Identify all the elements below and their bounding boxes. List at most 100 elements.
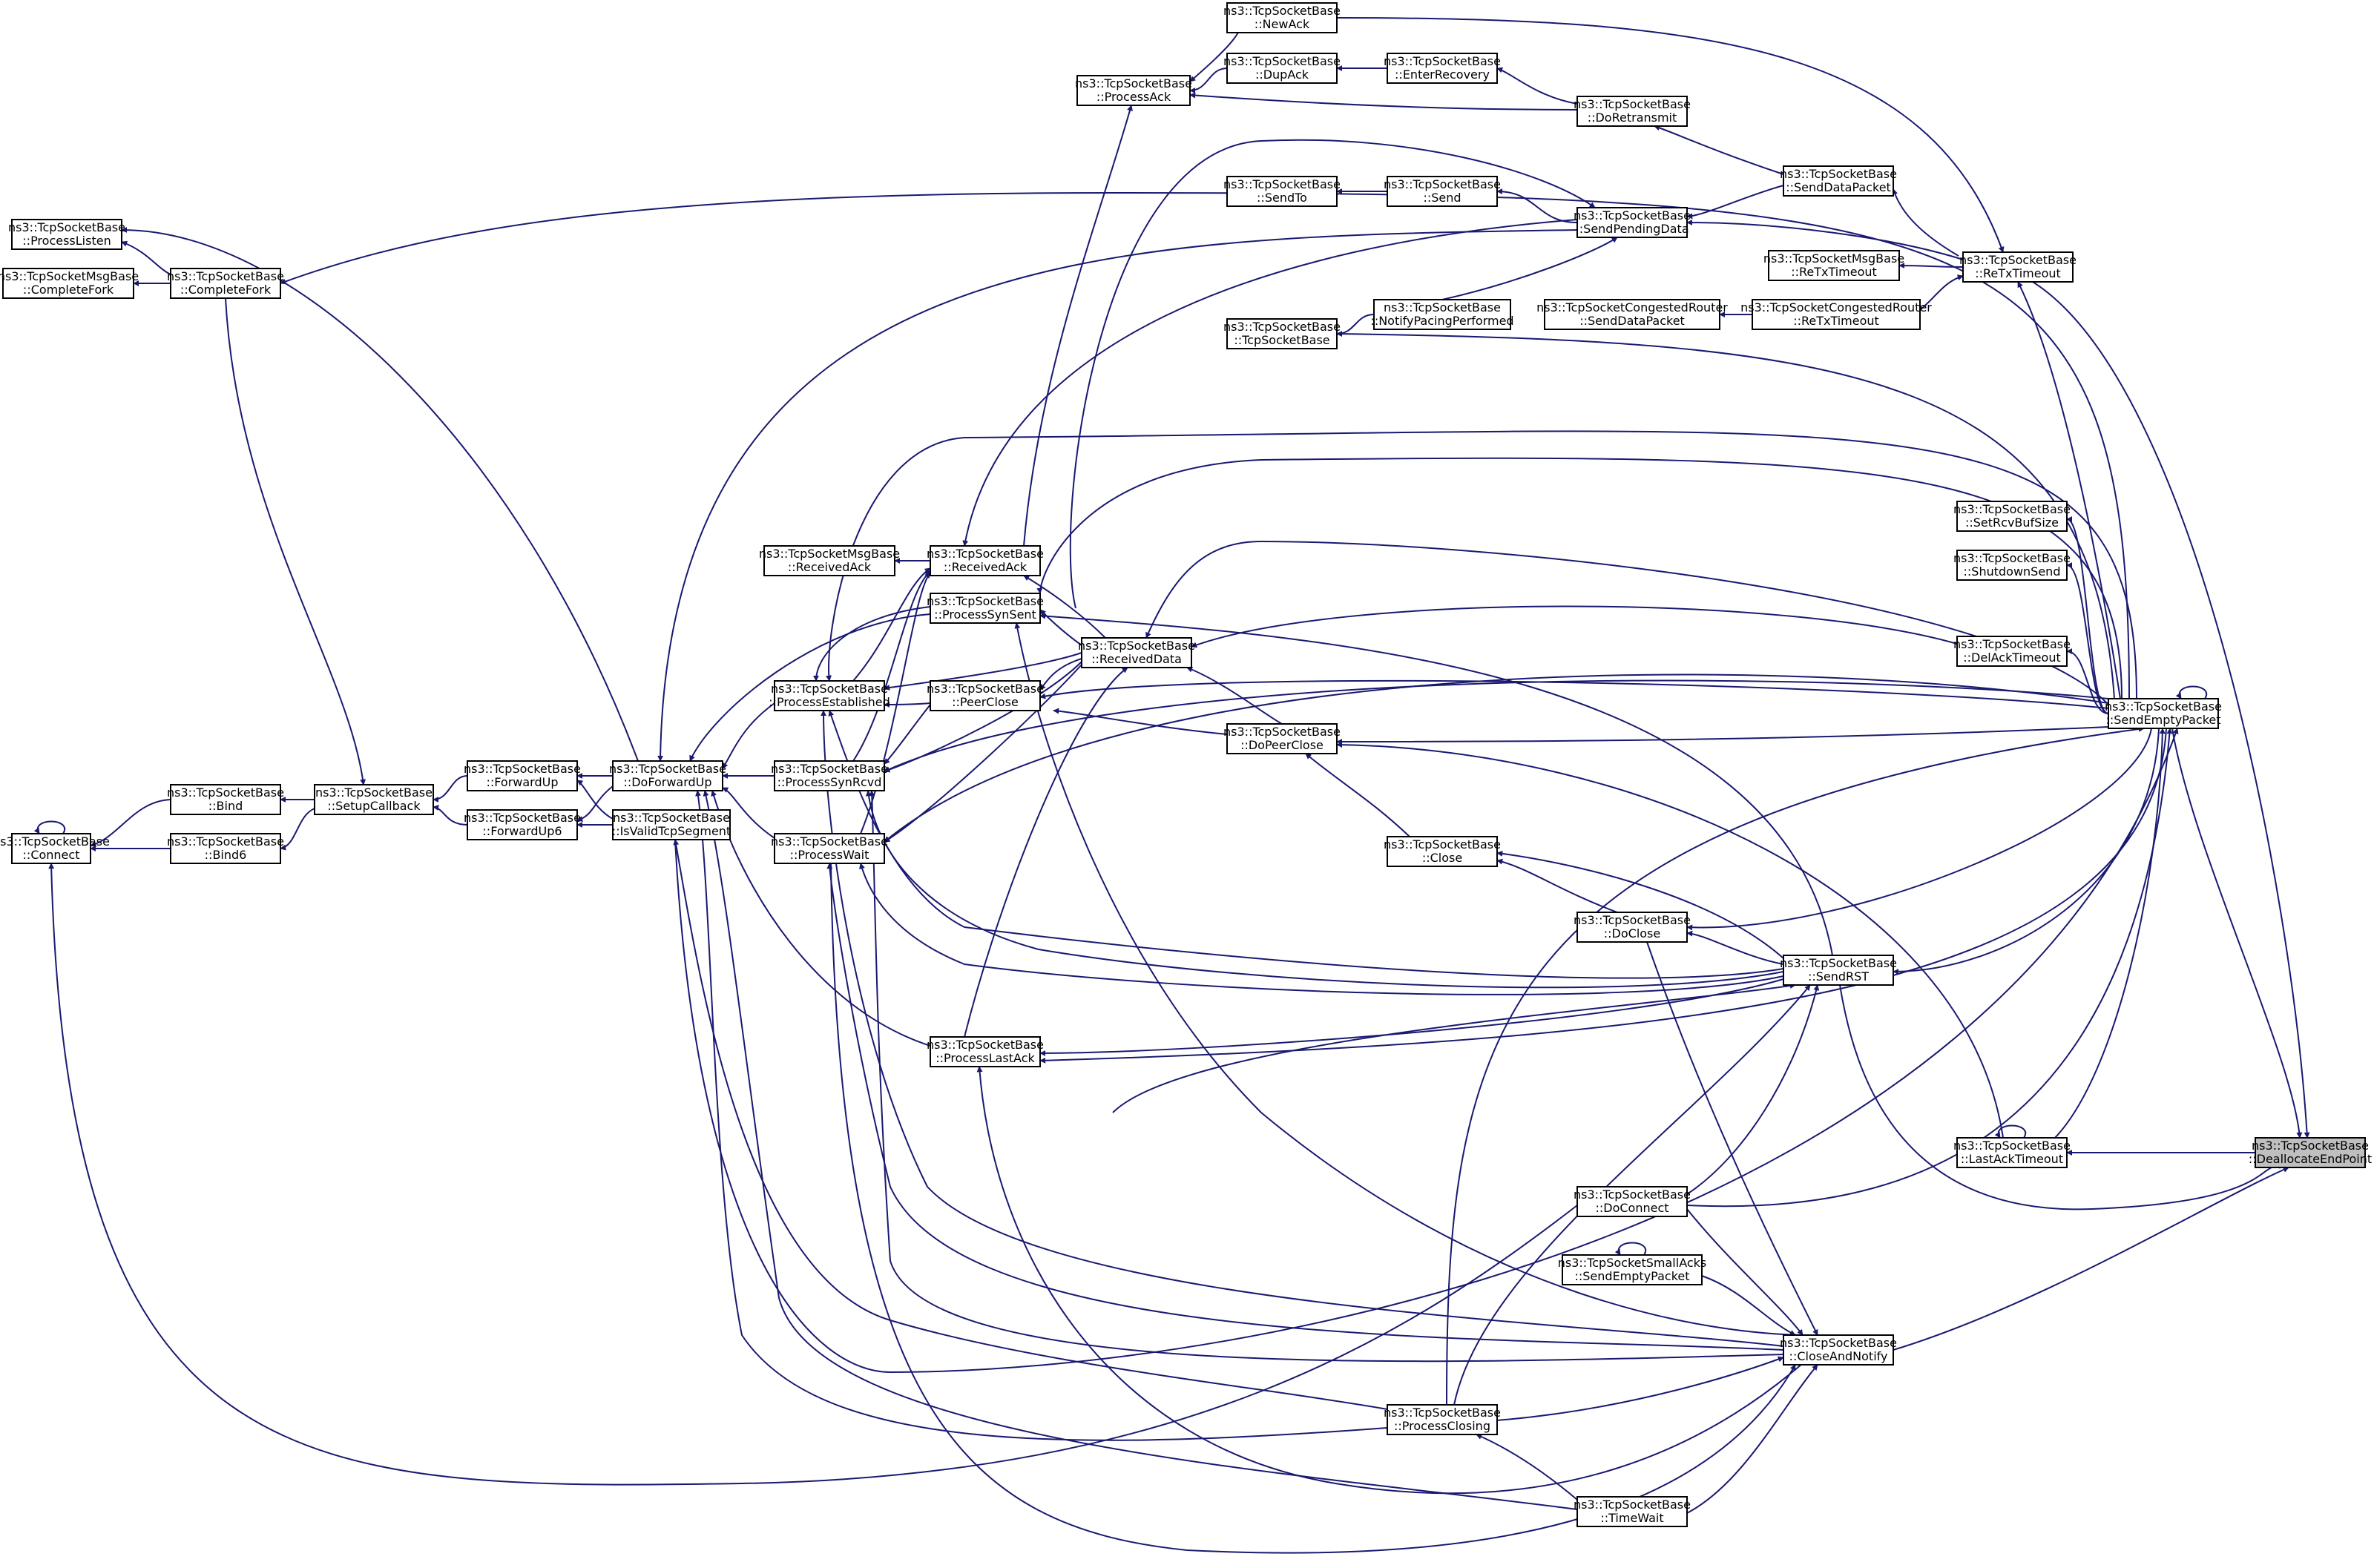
- node-sendrst[interactable]: ns3::TcpSocketBase::SendRST: [1780, 955, 1897, 986]
- node-label-line1: ns3::TcpSocketBase: [1223, 177, 1341, 191]
- edge-pclosing-cnotify: [1496, 1356, 1784, 1421]
- node-shutsend[interactable]: ns3::TcpSocketBase::ShutdownSend: [1953, 550, 2071, 581]
- node-msgfork[interactable]: ns3::TcpSocketMsgBase::CompleteFork: [0, 268, 139, 299]
- node-setrcv[interactable]: ns3::TcpSocketBase::SetRcvBufSize: [1953, 501, 2071, 532]
- node-bind6[interactable]: ns3::TcpSocketBase::Bind6: [167, 833, 284, 864]
- node-msgrack[interactable]: ns3::TcpSocketMsgBase::ReceivedAck: [759, 545, 900, 576]
- node-dopeer[interactable]: ns3::TcpSocketBase::DoPeerClose: [1223, 723, 1341, 754]
- edge-tcpsb-sendempty: [1336, 331, 2115, 699]
- node-label-line2: ::ShutdownSend: [1964, 564, 2061, 579]
- node-label-line2: ::DoRetransmit: [1588, 111, 1677, 125]
- node-label-line2: ::ReceivedAck: [944, 560, 1027, 574]
- node-smallacks[interactable]: ns3::TcpSocketSmallAcks::SendEmptyPacket: [1558, 1254, 1707, 1285]
- node-processack[interactable]: ns3::TcpSocketBase::ProcessAck: [1075, 75, 1192, 106]
- node-setupcb[interactable]: ns3::TcpSocketBase::SetupCallback: [314, 784, 434, 815]
- node-congsend[interactable]: ns3::TcpSocketCongestedRouter::SendDataP…: [1536, 299, 1728, 330]
- node-doconnect[interactable]: ns3::TcpSocketBase::DoConnect: [1574, 1186, 1691, 1217]
- node-psynsent[interactable]: ns3::TcpSocketBase::ProcessSynSent: [927, 593, 1044, 624]
- edge-senddata-retx: [1892, 188, 1959, 257]
- node-label-line2: ::SendEmptyPacket: [1574, 1269, 1689, 1283]
- node-label-line2: ::DupAck: [1255, 67, 1309, 82]
- node-box: [1373, 299, 1511, 330]
- function-nodes: ns3::TcpSocketBase::DeallocateEndPointns…: [0, 2, 2372, 1527]
- node-tcpsb[interactable]: ns3::TcpSocketBase::TcpSocketBase: [1223, 318, 1341, 349]
- node-label-line1: ns3::TcpSocketBase: [167, 834, 284, 849]
- edge-pwait-rdata: [884, 664, 1082, 843]
- node-close[interactable]: ns3::TcpSocketBase::Close: [1384, 836, 1501, 867]
- node-box: [1226, 53, 1338, 84]
- node-box: [1768, 250, 1900, 281]
- node-senddata[interactable]: ns3::TcpSocketBase::SendDataPacket: [1780, 165, 1897, 197]
- node-peerclose[interactable]: ns3::TcpSocketBase::PeerClose: [927, 680, 1044, 711]
- node-label-line2: ::IsValidTcpSegment: [612, 824, 731, 838]
- node-label-line2: ::NotifyPacingPerformed: [1370, 314, 1513, 328]
- node-isvalid[interactable]: ns3::TcpSocketBase::IsValidTcpSegment: [612, 809, 731, 840]
- node-label-line1: ns3::TcpSocketBase: [1780, 1336, 1897, 1350]
- node-enterrec[interactable]: ns3::TcpSocketBase::EnterRecovery: [1384, 53, 1501, 84]
- edge-pwait-sendrst: [859, 863, 1784, 995]
- node-box: [930, 545, 1041, 576]
- node-label-line1: ns3::TcpSocketBase: [927, 682, 1044, 696]
- node-plastack[interactable]: ns3::TcpSocketBase::ProcessLastAck: [927, 1036, 1044, 1067]
- edge-dofwd-fwdup6: [576, 785, 614, 822]
- node-label-line2: ::DeallocateEndPoint: [2249, 1152, 2372, 1166]
- node-label-line2: ::ReTxTimeout: [1793, 314, 1879, 328]
- node-bind[interactable]: ns3::TcpSocketBase::Bind: [167, 784, 284, 815]
- node-label-line2: ::ReTxTimeout: [1975, 266, 2061, 280]
- node-rdata[interactable]: ns3::TcpSocketBase::ReceivedData: [1078, 637, 1195, 668]
- node-newack[interactable]: ns3::TcpSocketBase::NewAck: [1223, 2, 1341, 33]
- node-box: [1226, 2, 1338, 33]
- edge-cnotify-root: [1893, 1167, 2289, 1351]
- node-doclose[interactable]: ns3::TcpSocketBase::DoClose: [1574, 912, 1691, 943]
- node-plisten[interactable]: ns3::TcpSocketBase::ProcessListen: [8, 219, 125, 250]
- node-box: [314, 784, 434, 815]
- node-delack[interactable]: ns3::TcpSocketBase::DelAckTimeout: [1953, 636, 2071, 667]
- edge-psynrcvd-sendrst: [865, 790, 1784, 989]
- node-pest[interactable]: ns3::TcpSocketBase::ProcessEstablished: [769, 680, 890, 711]
- node-psynrcvd[interactable]: ns3::TcpSocketBase::ProcessSynRcvd: [771, 760, 888, 791]
- node-root[interactable]: ns3::TcpSocketBase::DeallocateEndPoint: [2249, 1137, 2372, 1168]
- node-sendempty[interactable]: ns3::TcpSocketBase::SendEmptyPacket: [2105, 698, 2222, 729]
- node-msgretx[interactable]: ns3::TcpSocketMsgBase::ReTxTimeout: [1763, 250, 1904, 281]
- node-box: [1226, 723, 1338, 754]
- node-connect[interactable]: ns3::TcpSocketBase::Connect: [0, 833, 110, 864]
- node-retx[interactable]: ns3::TcpSocketBase::ReTxTimeout: [1959, 251, 2077, 283]
- node-congretx[interactable]: ns3::TcpSocketCongestedRouter::ReTxTimeo…: [1740, 299, 1932, 330]
- node-label-line2: ::DoConnect: [1595, 1201, 1668, 1215]
- edge-setrcv-sendempty: [2066, 516, 2109, 714]
- node-lastackto[interactable]: ns3::TcpSocketBase::LastAckTimeout: [1953, 1137, 2071, 1168]
- node-cfork[interactable]: ns3::TcpSocketBase::CompleteFork: [167, 268, 284, 299]
- node-label-line2: ::SetRcvBufSize: [1965, 515, 2059, 530]
- node-dofwd[interactable]: ns3::TcpSocketBase::DoForwardUp: [609, 760, 726, 791]
- node-fwdup[interactable]: ns3::TcpSocketBase::ForwardUp: [464, 760, 581, 791]
- edge-doretx-senddata: [1654, 125, 1784, 175]
- node-sendto[interactable]: ns3::TcpSocketBase::SendTo: [1223, 176, 1341, 207]
- node-box: [1962, 251, 2074, 283]
- edge-rdata-rack: [1023, 575, 1106, 639]
- node-pwait[interactable]: ns3::TcpSocketBase::ProcessWait: [771, 833, 888, 864]
- edge-pclosing-sendempty: [1446, 725, 2145, 1406]
- edge-newack-retx: [1336, 17, 2005, 253]
- node-label-line2: ::Bind: [208, 799, 243, 813]
- node-label-line2: ::DoClose: [1604, 926, 1660, 941]
- edge-loop-sendempty: [2175, 685, 2208, 699]
- node-label-line1: ns3::TcpSocketBase: [2252, 1139, 2369, 1153]
- node-box: [11, 219, 122, 250]
- node-doretx[interactable]: ns3::TcpSocketBase::DoRetransmit: [1574, 96, 1691, 127]
- node-label-line1: ns3::TcpSocketBase: [1223, 320, 1341, 334]
- node-send[interactable]: ns3::TcpSocketBase::Send: [1384, 176, 1501, 207]
- node-box: [612, 760, 723, 791]
- node-notifyp[interactable]: ns3::TcpSocketBase::NotifyPacingPerforme…: [1370, 299, 1514, 330]
- node-timewait[interactable]: ns3::TcpSocketBase::TimeWait: [1574, 1496, 1691, 1527]
- node-cnotify[interactable]: ns3::TcpSocketBase::CloseAndNotify: [1780, 1334, 1897, 1366]
- node-rack[interactable]: ns3::TcpSocketBase::ReceivedAck: [927, 545, 1044, 576]
- edge-pwait-cnotify: [826, 863, 1784, 1351]
- node-sendpend[interactable]: ns3::TcpSocketBase::SendPendingData: [1574, 207, 1691, 238]
- node-dupack[interactable]: ns3::TcpSocketBase::DupAck: [1223, 53, 1341, 84]
- node-box: [170, 784, 281, 815]
- node-fwdup6[interactable]: ns3::TcpSocketBase::ForwardUp6: [464, 809, 581, 840]
- node-pclosing[interactable]: ns3::TcpSocketBase::ProcessClosing: [1384, 1404, 1501, 1435]
- node-box: [774, 833, 885, 864]
- node-label-line2: ::NewAck: [1255, 17, 1310, 31]
- edge-timewait-sendempty: [830, 863, 1796, 1554]
